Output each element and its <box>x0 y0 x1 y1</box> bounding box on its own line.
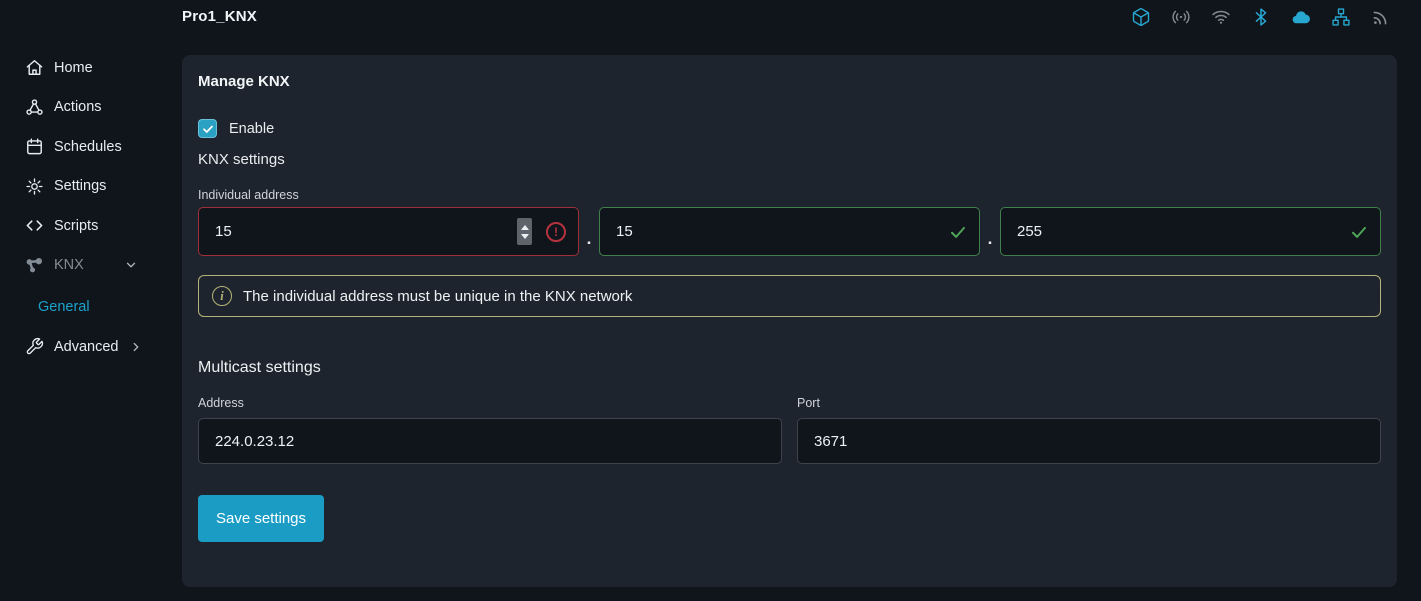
sidebar-item-scripts[interactable]: Scripts <box>0 206 182 246</box>
info-message: The individual address must be unique in… <box>243 287 633 305</box>
multicast-address-input[interactable] <box>198 418 782 464</box>
manage-knx-panel: Manage KNX Enable KNX settings Individua… <box>182 55 1397 587</box>
multicast-address-label: Address <box>198 396 244 410</box>
sidebar-item-label: Schedules <box>54 138 122 155</box>
valid-check-icon <box>1350 223 1368 241</box>
valid-check-icon <box>949 223 967 241</box>
address-octet-field-3 <box>1000 207 1381 256</box>
enable-row: Enable <box>198 119 1381 138</box>
knx-settings-label: KNX settings <box>198 151 285 168</box>
topbar: Pro1_KNX <box>0 0 1421 34</box>
sidebar-item-label: Scripts <box>54 217 99 234</box>
address-octet-input-2[interactable] <box>616 223 935 240</box>
address-octet-input-1[interactable] <box>215 223 509 240</box>
signal-arcs-icon[interactable] <box>1371 7 1391 27</box>
sidebar: Home Actions Schedules Settings Scripts … <box>0 34 182 601</box>
multicast-settings-heading: Multicast settings <box>198 359 321 376</box>
sidebar-item-label: General <box>38 299 90 315</box>
sidebar-item-advanced[interactable]: Advanced <box>0 327 182 367</box>
check-icon <box>202 125 213 133</box>
sidebar-item-label: Home <box>54 59 93 76</box>
sidebar-item-actions[interactable]: Actions <box>0 88 182 128</box>
sidebar-item-knx[interactable]: KNX <box>0 246 182 286</box>
sidebar-item-general[interactable]: General <box>0 287 182 327</box>
individual-address-label: Individual address <box>198 188 299 202</box>
stepper-up-icon[interactable] <box>520 224 529 230</box>
individual-address-row: ! . . <box>198 207 1381 256</box>
status-icon-tray <box>1131 7 1391 27</box>
panel-heading: Manage KNX <box>198 73 290 90</box>
chevron-right-icon <box>129 340 143 354</box>
save-settings-button[interactable]: Save settings <box>198 495 324 542</box>
sidebar-item-label: Settings <box>54 178 107 195</box>
enable-checkbox[interactable] <box>198 119 217 138</box>
wrench-icon <box>25 337 44 356</box>
info-icon: i <box>212 286 232 306</box>
knx-node-icon <box>25 256 44 275</box>
package-icon[interactable] <box>1131 7 1151 27</box>
page-title: Pro1_KNX <box>182 8 257 25</box>
webhook-icon <box>25 98 44 117</box>
multicast-port-label: Port <box>797 396 820 410</box>
home-icon <box>25 58 44 77</box>
address-octet-field-1: ! <box>198 207 579 256</box>
number-stepper[interactable] <box>517 218 532 245</box>
lan-icon[interactable] <box>1331 7 1351 27</box>
bluetooth-icon[interactable] <box>1251 7 1271 27</box>
address-dot-separator: . <box>987 229 993 248</box>
gear-icon <box>25 177 44 196</box>
multicast-fields-row: Address Port <box>198 377 1381 464</box>
error-icon: ! <box>546 221 566 242</box>
multicast-port-input[interactable] <box>797 418 1381 464</box>
chevron-down-icon <box>124 258 138 272</box>
address-octet-input-3[interactable] <box>1017 223 1336 240</box>
sidebar-item-settings[interactable]: Settings <box>0 167 182 207</box>
info-banner: i The individual address must be unique … <box>198 275 1381 317</box>
code-icon <box>25 216 44 235</box>
sidebar-item-home[interactable]: Home <box>0 48 182 88</box>
sidebar-item-schedules[interactable]: Schedules <box>0 127 182 167</box>
broadcast-icon[interactable] <box>1171 7 1191 27</box>
address-octet-field-2 <box>599 207 980 256</box>
cloud-icon[interactable] <box>1291 7 1311 27</box>
stepper-down-icon[interactable] <box>520 233 529 239</box>
sidebar-item-label: Actions <box>54 99 102 116</box>
sidebar-item-label: KNX <box>54 257 84 274</box>
enable-label: Enable <box>229 120 275 137</box>
sidebar-item-label: Advanced <box>54 338 119 355</box>
calendar-icon <box>25 137 44 156</box>
address-dot-separator: . <box>586 229 592 248</box>
wifi-icon[interactable] <box>1211 7 1231 27</box>
